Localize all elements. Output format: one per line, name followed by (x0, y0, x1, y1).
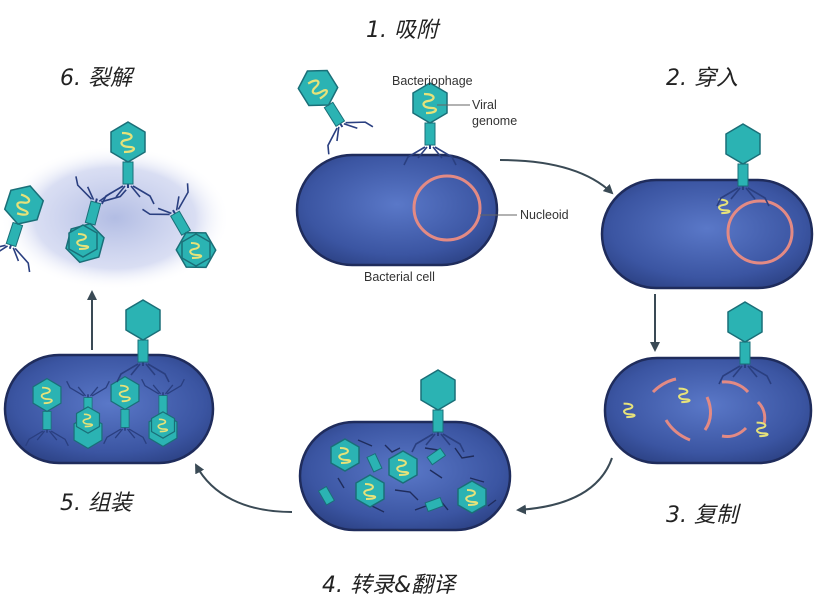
bacterial-cell (600, 178, 814, 290)
bacteriophage-label: Bacteriophage (392, 74, 473, 88)
capsid-icon (388, 450, 418, 484)
capsid-icon (68, 224, 98, 258)
viral-protein-strands (337, 439, 497, 513)
attached-phage-icon (402, 81, 458, 167)
capsid-icon (457, 480, 487, 514)
stage-2-penetration (600, 123, 814, 290)
nucleoid (412, 174, 482, 242)
genome-label: genome (472, 114, 517, 128)
tail-fragments (317, 447, 447, 513)
bacterial-cell (295, 153, 499, 267)
arrow-1-to-2 (499, 159, 614, 195)
capsid-icon (330, 438, 360, 472)
bacterial-cell-label: Bacterial cell (364, 270, 435, 284)
nucleoid (726, 199, 794, 265)
arrow-4-to-5 (195, 463, 293, 513)
nucleoid-label: Nucleoid (520, 208, 569, 222)
step-5-title: 5. 组装 (60, 491, 135, 516)
step-3-title: 3. 复制 (666, 503, 741, 528)
nucleoid-fragments (651, 377, 767, 442)
capsid-icon (181, 233, 211, 267)
step-4-title: 4. 转录&翻译 (322, 573, 458, 598)
stage-3-replication (603, 301, 813, 465)
stage-6-lysis (0, 120, 230, 290)
capsid-icon (150, 411, 176, 439)
stage-5-assembly (3, 299, 215, 465)
bacterial-cell (603, 356, 813, 465)
step-6-title: 6. 裂解 (60, 66, 135, 91)
free-phage-icon (284, 56, 375, 156)
bacterial-cell (3, 353, 215, 465)
cycle-arrows (87, 159, 660, 515)
capsid-icon (355, 474, 385, 508)
capsid-icon (75, 406, 101, 434)
lysed-cell-cloud (0, 146, 230, 290)
stage-1-attachment: Bacteriophage Viral genome Nucleoid Bact… (284, 56, 569, 284)
step-2-title: 2. 穿入 (666, 66, 738, 91)
viral-label: Viral (472, 98, 497, 112)
arrow-3-to-4 (516, 457, 613, 515)
stage-4-transcription-translation (298, 369, 512, 532)
step-1-title: 1. 吸附 (366, 18, 441, 43)
